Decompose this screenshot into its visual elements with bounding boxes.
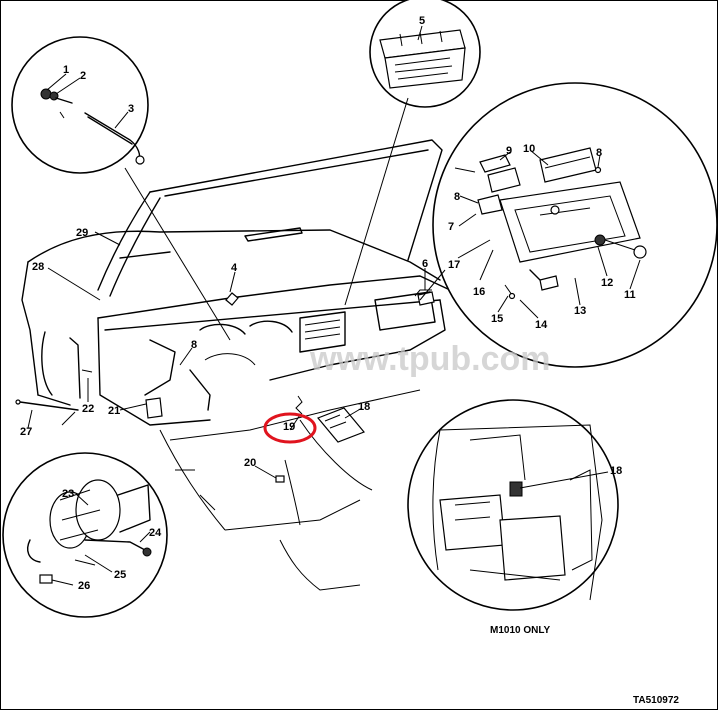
callout-17: 17 xyxy=(448,259,460,271)
callout-28: 28 xyxy=(32,261,44,273)
callout-16: 16 xyxy=(473,286,485,298)
callout-10: 10 xyxy=(523,143,535,155)
callout-19: 19 xyxy=(283,421,295,433)
detail-circle-m1010-cab xyxy=(407,399,619,611)
callout-15: 15 xyxy=(491,313,503,325)
callout-8-right-top: 8 xyxy=(596,147,602,159)
highlight-ring xyxy=(263,412,317,444)
callout-21: 21 xyxy=(108,405,120,417)
figure-code: TA510972 xyxy=(633,695,679,706)
callout-7: 7 xyxy=(448,221,454,233)
callout-25: 25 xyxy=(114,569,126,581)
callout-3: 3 xyxy=(128,103,134,115)
dashboard-illustration xyxy=(15,139,451,591)
detail-circle-blower xyxy=(2,452,168,618)
callout-6: 6 xyxy=(422,258,428,270)
callout-12: 12 xyxy=(601,277,613,289)
callout-18-dash: 18 xyxy=(358,401,370,413)
callout-29: 29 xyxy=(76,227,88,239)
callout-26: 26 xyxy=(78,580,90,592)
callout-8-dash: 8 xyxy=(191,339,197,351)
callout-labels: 1 2 3 4 5 6 7 8 8 8 9 10 11 12 13 14 15 … xyxy=(20,15,636,592)
leader-lines xyxy=(27,25,641,586)
detail-circle-glovebox xyxy=(432,82,718,368)
callout-27: 27 xyxy=(20,426,32,438)
callout-9: 9 xyxy=(506,145,512,157)
callout-23: 23 xyxy=(62,488,74,500)
callout-20: 20 xyxy=(244,457,256,469)
callout-8-right-mid: 8 xyxy=(454,191,460,203)
callout-2: 2 xyxy=(80,70,86,82)
caption-m1010-only: M1010 ONLY xyxy=(490,625,551,636)
watermark-text: www.tpub.com xyxy=(309,340,551,378)
callout-14: 14 xyxy=(535,319,548,331)
callout-18-cab: 18 xyxy=(610,465,622,477)
callout-13: 13 xyxy=(574,305,586,317)
detail-circle-vent xyxy=(369,0,481,108)
callout-11: 11 xyxy=(624,289,636,301)
detail-circle-switch xyxy=(11,36,149,174)
callout-4: 4 xyxy=(231,262,238,274)
callout-5: 5 xyxy=(419,15,425,27)
callout-1: 1 xyxy=(63,64,69,76)
callout-22: 22 xyxy=(82,403,94,415)
callout-24: 24 xyxy=(149,527,162,539)
